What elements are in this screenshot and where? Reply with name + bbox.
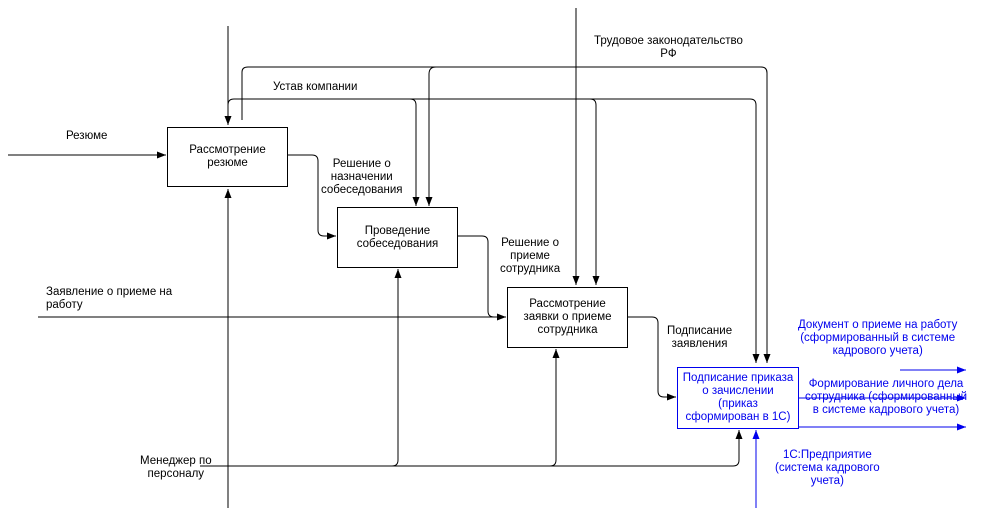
control-charter-label: Устав компании bbox=[273, 81, 358, 93]
charter-line bbox=[227, 98, 760, 363]
output-document-label: Документ о приеме на работу (сформирован… bbox=[798, 319, 958, 357]
manager-arrow-a2 bbox=[391, 269, 402, 467]
charter-arrow-a3 bbox=[589, 98, 600, 285]
activity-interview[interactable]: Проведение собеседования bbox=[337, 207, 458, 268]
manager-line bbox=[200, 430, 743, 467]
manager-arrow-a3 bbox=[549, 349, 560, 467]
input-resume-label: Резюме bbox=[66, 130, 108, 142]
input-application-label: Заявление о приеме на работу bbox=[46, 286, 173, 311]
mechanism-manager-label: Менеджер по персоналу bbox=[140, 455, 212, 480]
activity-review-resume[interactable]: Рассмотрение резюме bbox=[167, 127, 288, 187]
flow-a3-a4 bbox=[628, 316, 676, 401]
activity-sign-order[interactable]: Подписание приказа о зачислении (приказ … bbox=[677, 367, 799, 429]
activity-sign-order-label: Подписание приказа о зачислении (приказ … bbox=[682, 372, 794, 423]
activity-review-application-label: Рассмотрение заявки о приеме сотрудника bbox=[523, 298, 612, 336]
activity-review-application[interactable]: Рассмотрение заявки о приеме сотрудника bbox=[507, 287, 628, 348]
law-line bbox=[241, 66, 771, 363]
flow-interview-decision-label: Решение о назначении собеседования bbox=[321, 158, 403, 196]
output-personal-file-label: Формирование личного дела сотрудника (сф… bbox=[805, 378, 968, 416]
mechanism-1c-label: 1С:Предприятие (система кадрового учета) bbox=[775, 449, 880, 487]
flow-hire-decision-label: Решение о приеме сотрудника bbox=[500, 237, 561, 275]
charter-arrow-a2 bbox=[409, 98, 420, 206]
control-law-label: Трудовое законодательство РФ bbox=[594, 35, 743, 60]
output-box-divider bbox=[798, 367, 799, 429]
activity-review-resume-label: Рассмотрение резюме bbox=[189, 144, 266, 169]
flow-a1-a2 bbox=[288, 154, 336, 240]
law-arrow-a2 bbox=[425, 66, 437, 206]
activity-interview-label: Проведение собеседования bbox=[356, 224, 439, 250]
flow-a2-a3 bbox=[458, 235, 506, 318]
flow-signing-label: Подписание заявления bbox=[667, 325, 733, 350]
